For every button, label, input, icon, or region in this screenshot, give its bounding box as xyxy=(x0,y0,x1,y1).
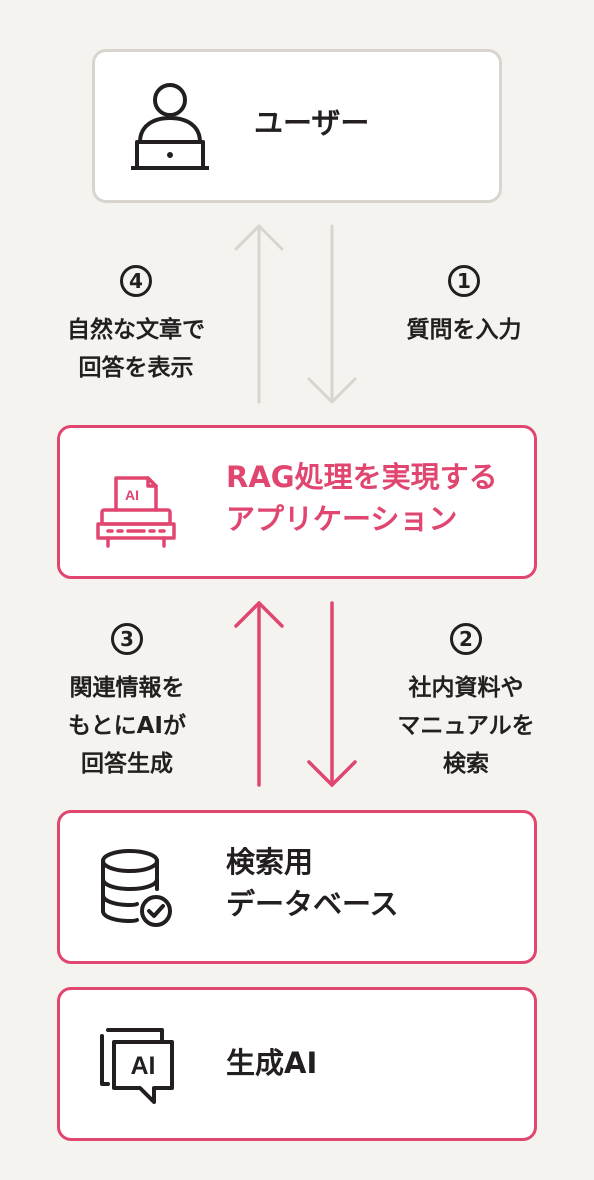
generative-ai-box: AI 生成AI xyxy=(57,987,537,1141)
ai-tag: AI xyxy=(131,1052,156,1080)
search-database-line2: データベース xyxy=(226,887,399,922)
rag-app-line2: アプリケーション xyxy=(226,502,458,537)
user-label: ユーザー xyxy=(254,106,370,140)
step-4-line1: 自然な文章で xyxy=(67,317,205,343)
ai-typewriter-icon: AI xyxy=(96,476,176,548)
ai-tag: AI xyxy=(125,487,139,503)
step-2-line2: マニュアルを xyxy=(397,713,535,739)
step-3-line1: 関連情報を xyxy=(69,675,185,701)
step-3-label: 3 関連情報を もとにAIが 回答生成 xyxy=(27,620,227,783)
rag-app-label: RAG処理を実現する アプリケーション xyxy=(226,456,498,540)
arrow-up-response xyxy=(234,224,284,404)
step-1-number: 1 xyxy=(448,265,480,297)
step-4-line2: 回答を表示 xyxy=(78,355,194,381)
step-2-number: 2 xyxy=(450,623,482,655)
search-database-box: 検索用 データベース xyxy=(57,810,537,964)
step-3-line3: 回答生成 xyxy=(81,751,173,777)
step-4-label: 4 自然な文章で 回答を表示 xyxy=(36,262,236,387)
step-3-number: 3 xyxy=(111,623,143,655)
step-4-number: 4 xyxy=(120,265,152,297)
rag-app-box: AI RAG処理を実現する アプリケーション xyxy=(57,425,537,579)
database-check-icon xyxy=(101,849,172,927)
arrow-down-search xyxy=(307,601,357,787)
arrow-up-generate xyxy=(234,601,284,787)
step-2-line3: 検索 xyxy=(443,751,489,777)
ai-chat-bubble-icon: AI xyxy=(100,1028,174,1104)
step-2-line1: 社内資料や xyxy=(408,675,524,701)
step-2-label: 2 社内資料や マニュアルを 検索 xyxy=(366,620,566,783)
arrow-down-question xyxy=(307,224,357,404)
search-database-line1: 検索用 xyxy=(226,845,314,879)
person-at-laptop-icon xyxy=(131,83,209,170)
step-3-line2: もとにAIが xyxy=(68,713,186,739)
user-box: ユーザー xyxy=(92,49,502,203)
search-database-label: 検索用 データベース xyxy=(226,841,399,925)
step-1-label: 1 質問を入力 xyxy=(364,262,564,349)
step-1-line1: 質問を入力 xyxy=(406,317,522,343)
rag-app-line1: RAG処理を実現する xyxy=(226,460,498,494)
generative-ai-label: 生成AI xyxy=(226,1046,318,1080)
